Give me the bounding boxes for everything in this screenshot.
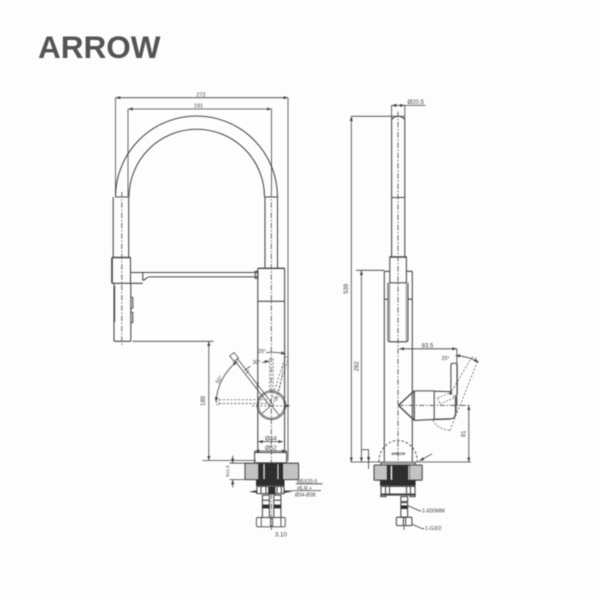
svg-text:25°: 25° [442, 356, 450, 362]
svg-text:Ø34-Ø38: Ø34-Ø38 [295, 493, 316, 499]
svg-text:3.10: 3.10 [275, 532, 288, 539]
svg-text:1-600MM: 1-600MM [422, 508, 445, 514]
svg-text:189: 189 [201, 395, 207, 406]
svg-text:539: 539 [344, 283, 350, 294]
svg-text:Ø44: Ø44 [265, 435, 277, 442]
svg-text:272: 272 [196, 92, 205, 98]
svg-text:10: 10 [274, 397, 278, 401]
svg-text:83.5: 83.5 [422, 343, 434, 349]
svg-text:191: 191 [194, 104, 203, 110]
svg-text:#6.R.+: #6.R.+ [297, 486, 312, 492]
svg-text:282: 282 [354, 361, 360, 372]
svg-text:25°: 25° [258, 349, 266, 355]
svg-text:30°: 30° [253, 360, 261, 366]
svg-text:1-G3/2: 1-G3/2 [425, 526, 441, 532]
svg-text:50°: 50° [215, 375, 225, 385]
svg-text:Ø52: Ø52 [265, 445, 277, 452]
svg-text:Ø20.5: Ø20.5 [408, 100, 425, 106]
svg-text:M5X20-5: M5X20-5 [297, 479, 318, 485]
svg-text:6±1.5: 6±1.5 [225, 465, 230, 477]
svg-text:ARROW: ARROW [391, 452, 406, 456]
svg-text:ARROW: ARROW [38, 29, 161, 65]
svg-text:91: 91 [462, 430, 468, 437]
